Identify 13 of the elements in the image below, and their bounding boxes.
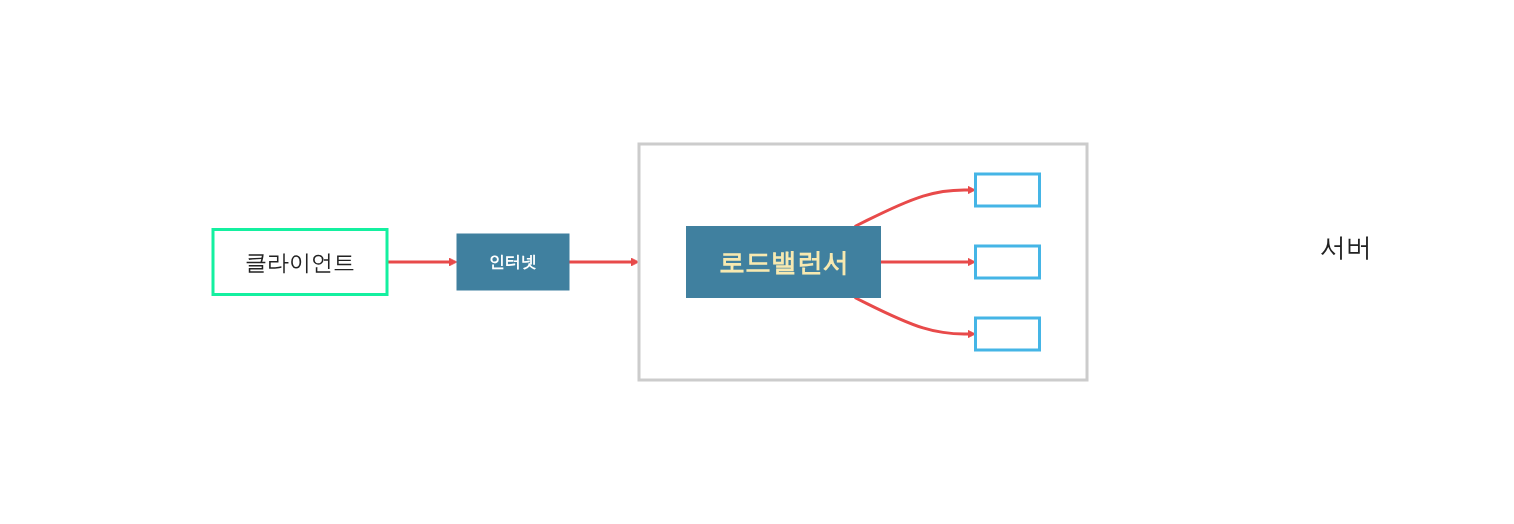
arrow (880, 257, 976, 267)
server-label: 서버 (1320, 231, 1372, 264)
arrow (854, 185, 976, 228)
node-box (974, 244, 1041, 280)
arrow (854, 296, 976, 339)
node-box: 로드밸런서 (686, 226, 881, 298)
node-box: 인터넷 (456, 233, 570, 291)
node-box: 클라이언트 (211, 228, 389, 296)
cluster (637, 142, 1089, 382)
arrow (569, 257, 640, 267)
node-box (974, 316, 1041, 352)
node-box (974, 172, 1041, 208)
arrow (387, 257, 458, 267)
